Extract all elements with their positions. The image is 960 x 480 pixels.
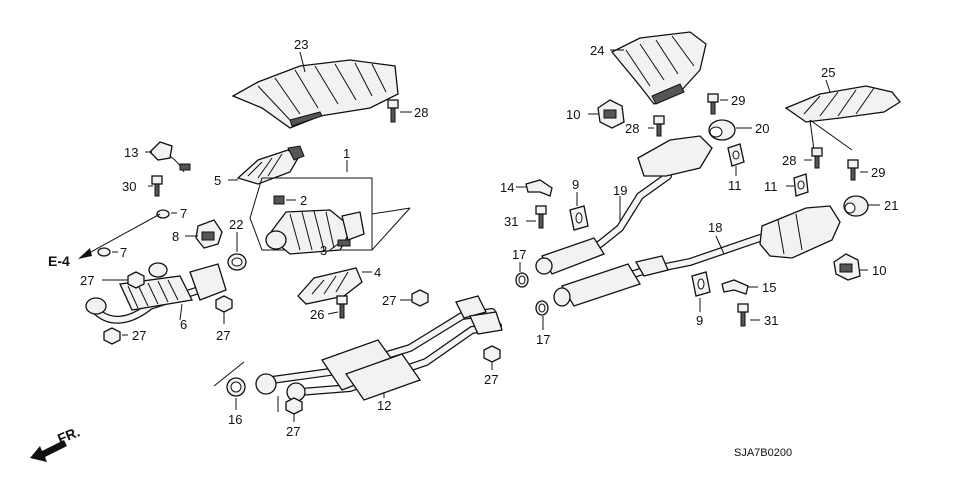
callout-18: 18 [708,220,722,235]
callout-5: 5 [214,173,221,188]
heat-cover-5 [236,145,305,185]
callout-28: 28 [414,105,428,120]
callout-27: 27 [132,328,146,343]
callout-9: 9 [696,313,703,328]
heat-shield-24 [610,31,707,105]
rubber-mount-21 [843,195,869,217]
hanger-rubber-9-b [691,271,711,297]
gasket-22 [227,253,247,271]
catalytic-converter-1 [249,177,373,255]
callout-27: 27 [484,372,498,387]
gasket-7-b [97,247,111,257]
gasket-16 [226,377,246,397]
callout-29: 29 [871,165,885,180]
hanger-rubber-9-a [569,205,589,231]
callout-31: 31 [504,214,518,229]
callout-6: 6 [180,317,187,332]
oxygen-sensor-13 [149,141,191,173]
callout-28: 28 [782,153,796,168]
nut-27-a [127,271,145,289]
callout-9: 9 [572,177,579,192]
callout-28: 28 [625,121,639,136]
callout-21: 21 [884,198,898,213]
hanger-10-b [833,253,861,281]
bolt-31-b [737,303,749,327]
callout-22: 22 [229,217,243,232]
nut-27-c [215,295,233,313]
callout-4: 4 [374,265,381,280]
callout-2: 2 [300,193,307,208]
callout-30: 30 [122,179,136,194]
diagram-code: SJA7B0200 [734,447,792,459]
reference-e4: E-4 [48,253,70,269]
hanger-rubber-11-a [727,143,745,167]
center-pipe-12 [255,295,503,402]
hanger-rubber-11-b [793,173,809,197]
bolt-29-a [707,93,719,115]
callout-1: 1 [343,146,350,161]
bracket-15 [721,279,749,295]
clamp-8 [195,219,223,249]
muffler-18 [553,205,841,307]
callout-24: 24 [590,43,604,58]
callout-11: 11 [764,179,778,194]
bolt-31-a [535,205,547,229]
callout-27: 27 [80,273,94,288]
bolt-29-b [847,159,859,181]
bolt-28-b [653,115,665,137]
nut-27-f [285,397,303,415]
heat-shield-23 [231,59,399,129]
callout-14: 14 [500,180,514,195]
callout-23: 23 [294,37,308,52]
sensor-2 [273,195,285,205]
callout-25: 25 [821,65,835,80]
reference-arrow-e4 [78,213,161,259]
callout-17: 17 [536,332,550,347]
pre-muffler-pipe-19 [535,135,713,275]
gasket-17-a [515,272,529,288]
callout-10: 10 [872,263,886,278]
callout-27: 27 [382,293,396,308]
bolt-28-a [387,99,399,123]
callout-17: 17 [512,247,526,262]
bolt-30 [151,175,163,197]
callout-7: 7 [180,206,187,221]
callout-3: 3 [320,243,327,258]
rubber-mount-20 [708,119,736,141]
nut-27-d [411,289,429,307]
callout-7: 7 [120,245,127,260]
callout-8: 8 [172,229,179,244]
callout-20: 20 [755,121,769,136]
callout-13: 13 [124,145,138,160]
callout-26: 26 [310,307,324,322]
callout-15: 15 [762,280,776,295]
front-direction-label: FR. [55,423,82,446]
callout-27: 27 [286,424,300,439]
callout-27: 27 [216,328,230,343]
callout-19: 19 [613,183,627,198]
front-pipe-6 [85,262,227,324]
callout-11: 11 [728,178,742,193]
callout-10: 10 [566,107,580,122]
heat-shield-25 [784,85,901,123]
bolt-3 [337,239,351,247]
bracket-14 [525,179,553,197]
bolt-26 [336,295,348,319]
nut-27-e [483,345,501,363]
callout-12: 12 [377,398,391,413]
gasket-7-a [156,209,170,219]
callout-16: 16 [228,412,242,427]
gasket-17-b [535,300,549,316]
front-direction-arrow [30,440,67,462]
lower-shield-4 [297,267,363,305]
callout-31: 31 [764,313,778,328]
callout-29: 29 [731,93,745,108]
nut-27-b [103,327,121,345]
hanger-10-a [597,99,625,129]
bolt-28-c [811,147,823,169]
